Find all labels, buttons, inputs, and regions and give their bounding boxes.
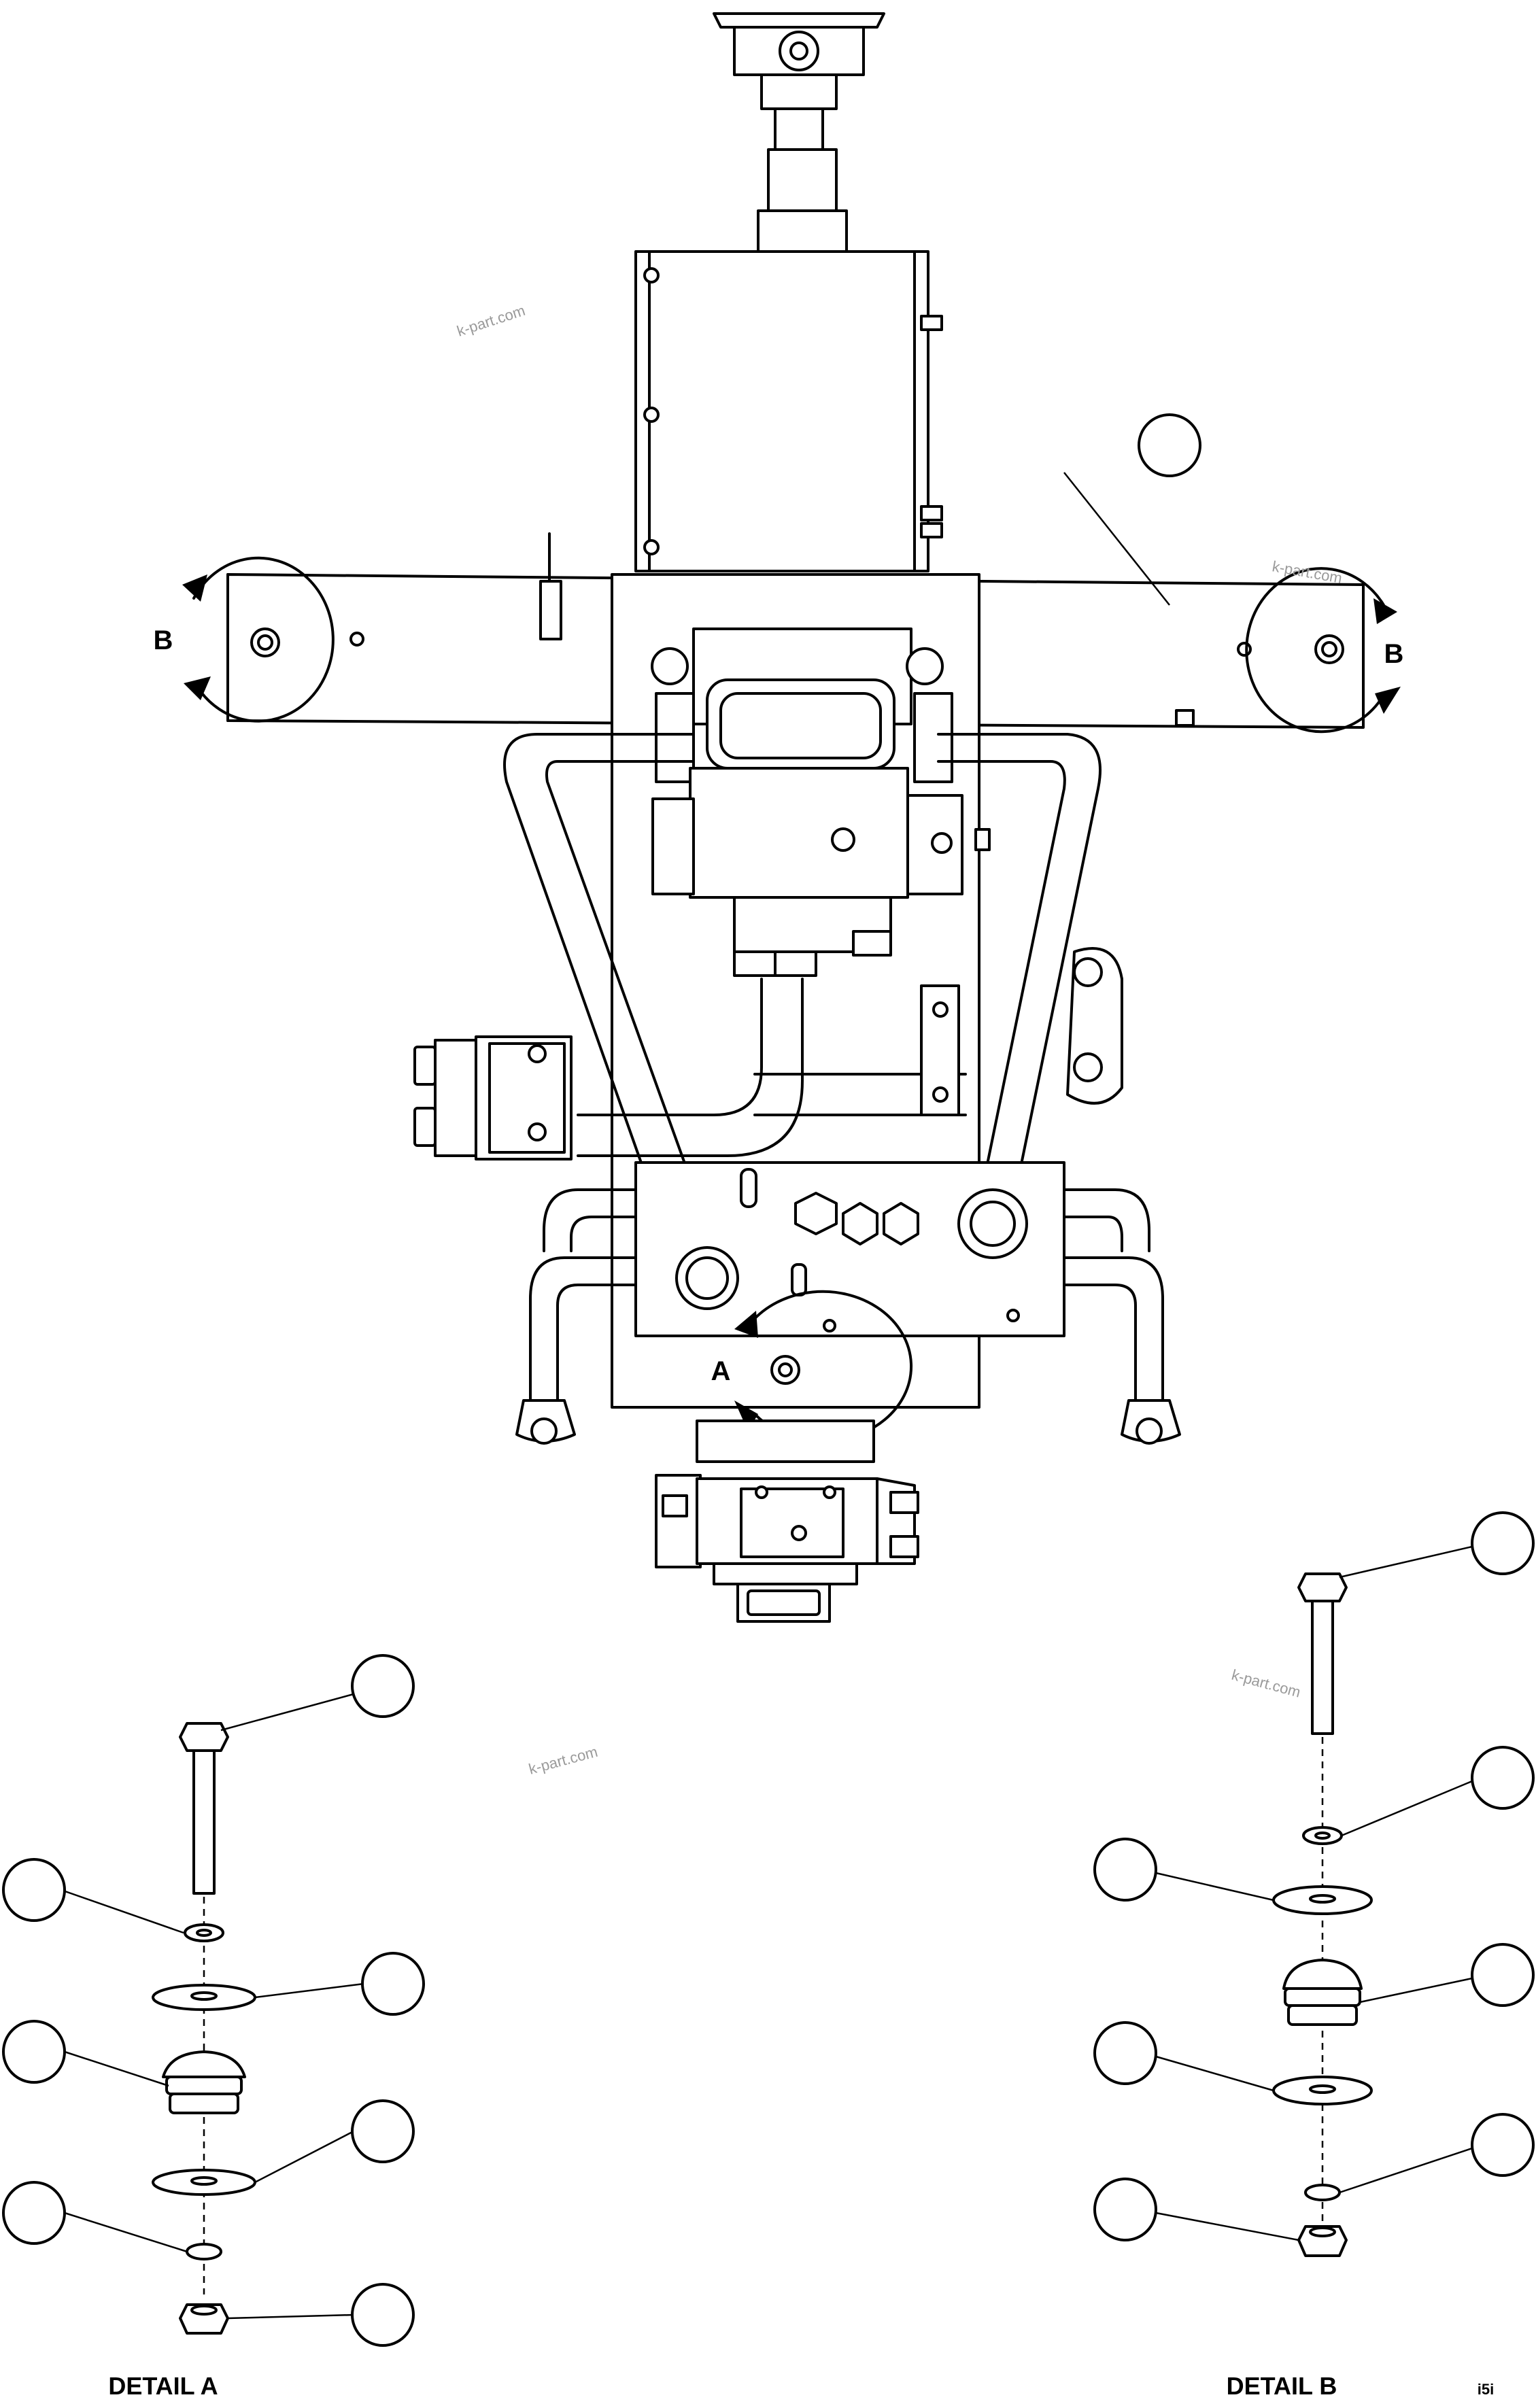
callout-balloon (1471, 2113, 1535, 2177)
callout-balloon (1138, 413, 1201, 477)
watermark: k-part.com (1230, 1666, 1303, 1701)
detail-a-stack (152, 1722, 256, 2335)
callout-balloon (1471, 1943, 1535, 2007)
watermark: k-part.com (527, 1743, 600, 1778)
control-valve (651, 627, 991, 977)
detail-b-stack (1272, 1572, 1373, 2257)
detail-a-flat-washer-upper (152, 1984, 256, 2011)
detail-b-marker-right: B (1245, 567, 1404, 734)
detail-b-nut (1297, 2225, 1348, 2257)
detail-b-lower-lock-washer (1304, 2184, 1341, 2201)
callout-balloon (1471, 1511, 1535, 1575)
drive-shaft-assembly (713, 12, 885, 253)
callout-balloon (361, 1952, 425, 2016)
detail-b-flat-washer-lower (1272, 2076, 1373, 2105)
left-side-fitting (413, 1035, 573, 1160)
callout-balloon (2, 2181, 66, 2245)
watermark: k-part.com (455, 302, 528, 340)
detail-b-letter-right: B (1384, 639, 1404, 669)
detail-a-rubber-mount (162, 2050, 246, 2114)
drawing-code: i5i (1478, 2381, 1494, 2398)
callout-balloon (351, 1654, 415, 1718)
callout-balloon (1093, 1838, 1157, 1902)
detail-b-flat-washer-upper (1272, 1885, 1373, 1915)
detail-a-nut (179, 2303, 229, 2335)
callout-balloon (1471, 1746, 1535, 1810)
callout-balloon (351, 2283, 415, 2347)
callout-balloon (1093, 2021, 1157, 2085)
detail-b-marker-left: B (154, 556, 335, 723)
bottom-pump (655, 1420, 919, 1623)
callout-balloon (2, 2020, 66, 2084)
detail-b-bolt (1297, 1572, 1348, 1735)
detail-b-rubber-mount (1282, 1959, 1363, 2026)
detail-a-lower-lock-washer (186, 2243, 222, 2260)
looped-tubes (503, 733, 1102, 1293)
detail-a-caption: DETAIL A (108, 2372, 218, 2400)
detail-b-caption: DETAIL B (1227, 2372, 1337, 2400)
right-side-fitting (920, 947, 1123, 1116)
callout-balloon (1093, 2178, 1157, 2241)
callout-balloons (2, 413, 1535, 2347)
detail-a-flat-washer-lower (152, 2169, 256, 2196)
detail-a-letter: A (711, 1356, 731, 1386)
upper-housing (634, 250, 943, 572)
lower-manifold (634, 1161, 1065, 1337)
detail-b-letter-left: B (154, 625, 173, 655)
detail-a-bolt (179, 1722, 229, 1895)
callout-balloon (2, 1858, 66, 1922)
lower-side-pipes (515, 1188, 1181, 1445)
callout-balloon (351, 2099, 415, 2163)
